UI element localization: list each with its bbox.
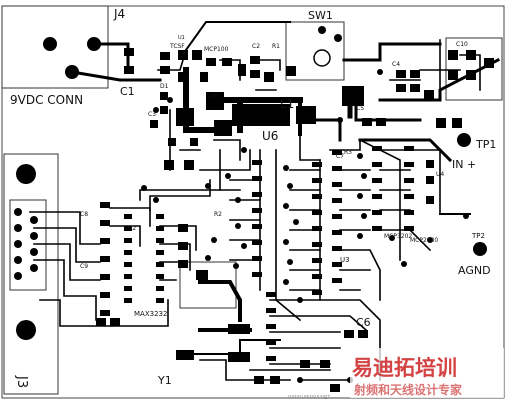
label-mcp2030: MCP2030: [410, 237, 438, 244]
label-mcp100: MCP100: [204, 46, 229, 53]
label-c3: C3: [148, 111, 156, 118]
label-c1: C1: [120, 85, 135, 98]
watermark-subtitle: 射频和天线设计专家: [353, 382, 463, 397]
j3-mount-hole: [16, 164, 36, 184]
label-tcsf: TCSF: [169, 43, 185, 50]
sw1-outline: [285, 21, 345, 81]
j4-pad: [87, 37, 101, 51]
label-l1: L1: [280, 97, 294, 111]
label-c5: C5: [356, 105, 364, 112]
tp1-pad: [457, 133, 471, 147]
j4-outline: [1, 5, 109, 89]
label-u6: U6: [262, 129, 278, 143]
label-r2: R2: [214, 211, 222, 218]
j3-mount-hole: [16, 320, 36, 340]
label-r3: R3: [344, 149, 352, 156]
label-c2: C2: [252, 43, 260, 50]
label-j3: J3: [14, 375, 29, 388]
label-u2: U2: [128, 225, 136, 232]
tp2-pad: [473, 242, 487, 256]
label-c10: C10: [456, 41, 468, 48]
watermark: 易迪拓培训 射频和天线设计专家 WWW.MWRF.NET: [288, 348, 504, 401]
label-c4: C4: [392, 61, 400, 68]
watermark-title: 易迪拓培训: [352, 356, 457, 380]
label-max3232: MAX3232: [134, 310, 167, 318]
label-u3: U3: [340, 256, 350, 264]
label-j4: J4: [113, 7, 125, 21]
label-d1: D1: [160, 83, 169, 90]
label-c9: C9: [80, 263, 88, 270]
label-c8: C8: [80, 211, 88, 218]
j3-outline: [3, 153, 59, 395]
label-r1: R1: [272, 43, 280, 50]
label-y1: Y1: [157, 374, 172, 387]
label-in-plus: IN +: [452, 158, 476, 171]
board-outline: [1, 5, 505, 399]
label-mcp3202: MCP3202: [384, 233, 412, 240]
smd-pads: [96, 48, 494, 392]
label-agnd: AGND: [458, 264, 491, 277]
label-u4: U4: [436, 171, 444, 178]
watermark-url: WWW.MWRF.NET: [288, 395, 331, 401]
j4-pad: [43, 37, 57, 51]
copper-traces: [29, 21, 501, 381]
label-u5: U5: [210, 93, 218, 100]
label-tp2: TP2: [471, 232, 485, 240]
label-u1: U1: [178, 35, 185, 41]
j3-pins: [14, 208, 38, 280]
label-c6: C6: [356, 316, 371, 329]
label-sw1: SW1: [308, 9, 333, 22]
label-c7: C7: [336, 153, 344, 160]
label-tp1: TP1: [475, 138, 496, 151]
y1-outline: [179, 261, 237, 309]
label-9vdc-conn: 9VDC CONN: [10, 93, 83, 107]
